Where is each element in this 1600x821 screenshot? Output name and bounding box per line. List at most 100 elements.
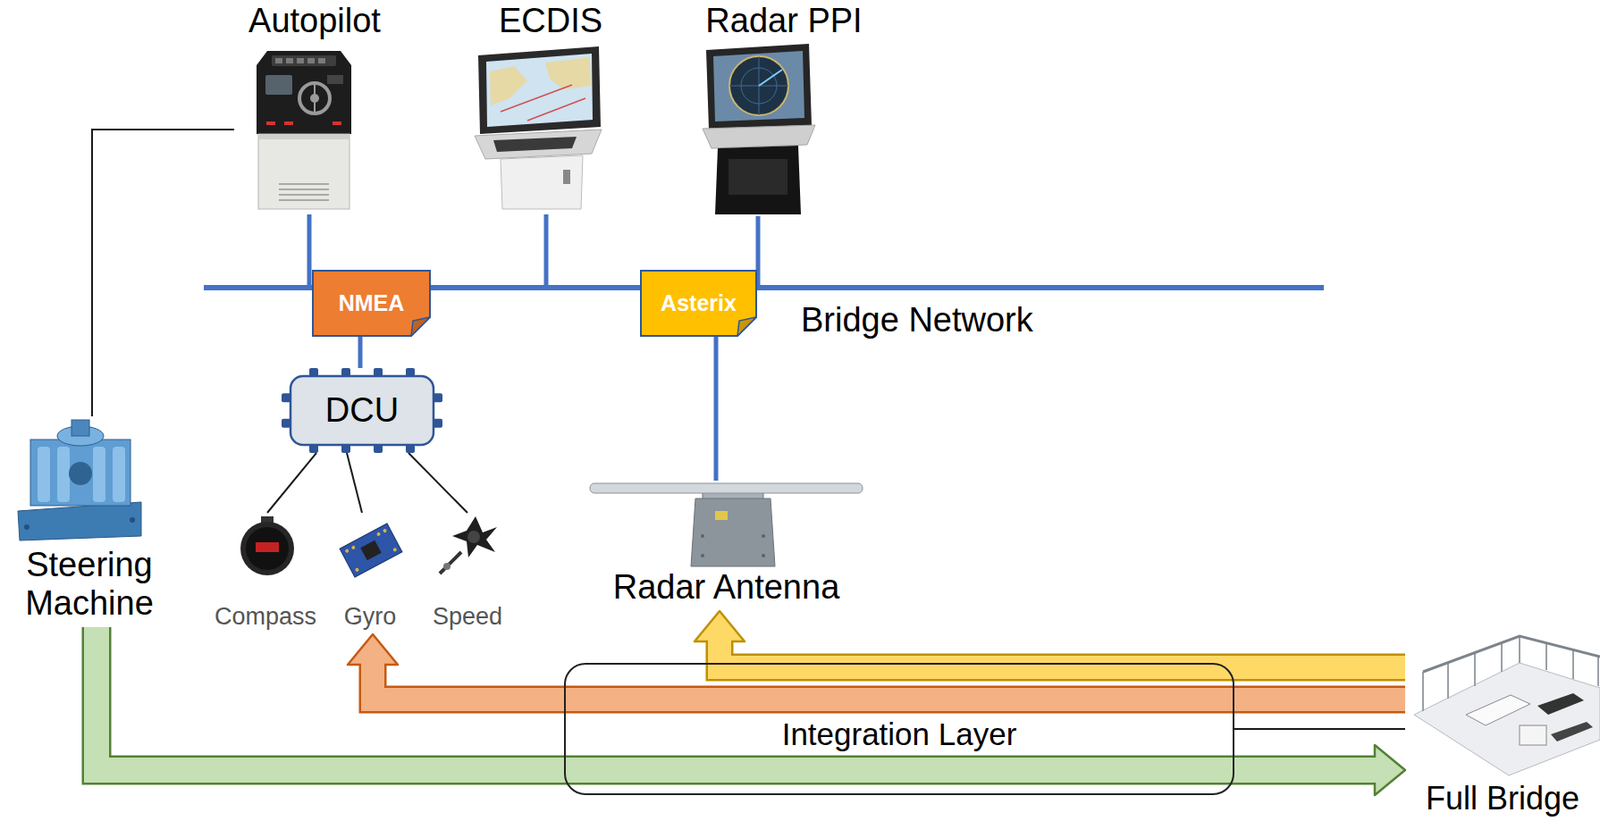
tag-body	[640, 270, 757, 337]
autopilot-console-part	[271, 55, 337, 67]
autopilot-console-part	[318, 58, 326, 64]
compass-illustration-part	[255, 542, 279, 553]
connector-line	[408, 453, 468, 514]
radar-ppi-console-part	[729, 56, 789, 116]
full-bridge-simulator-illustration-part	[1519, 725, 1547, 746]
node-label: Compass	[214, 603, 317, 632]
tag-fold	[411, 317, 430, 337]
autopilot-console-part	[258, 134, 350, 140]
chip-body	[290, 376, 434, 446]
console-unit: ECDIS	[470, 1, 632, 215]
steering-machine-illustration-part	[92, 446, 106, 503]
connector-path	[1234, 728, 1406, 731]
compass-illustration	[240, 516, 295, 576]
sensor-unit: Gyro	[336, 513, 404, 635]
radar-antenna-illustration-part	[761, 554, 766, 558]
ecdis-console-part	[474, 129, 602, 160]
autopilot-console-part	[307, 58, 315, 64]
signal-flow-arrow	[96, 627, 1406, 796]
radar-antenna-illustration-part	[761, 534, 766, 539]
steering-machine-illustration-part	[24, 524, 30, 531]
sensor-unit: Speed	[427, 513, 509, 635]
node-label: ECDIS	[498, 1, 603, 42]
gyro-board-illustration-part	[360, 540, 381, 562]
autopilot-console-part	[284, 121, 294, 126]
radar-ppi-console-part	[715, 145, 801, 215]
radar-antenna-illustration-part	[589, 483, 863, 494]
connector-line	[715, 336, 717, 481]
ecdis-console-part	[489, 66, 528, 106]
gyro-board-illustration-part	[382, 528, 388, 533]
node-label: Integration Layer	[782, 716, 1018, 753]
signal-flow-arrow	[694, 611, 1406, 668]
steering-machine-illustration-part	[71, 420, 90, 437]
steering-machine-illustration-part	[68, 462, 93, 486]
tag-fold	[737, 317, 757, 337]
gyro-board-illustration-part	[344, 548, 349, 554]
node-label: Speed	[432, 603, 503, 632]
gyro-board-illustration-part	[354, 567, 360, 573]
gyro-board-illustration-part	[339, 523, 403, 578]
connector-path	[408, 453, 468, 514]
connector-path	[358, 336, 363, 369]
ecdis-console-part	[500, 84, 586, 121]
arrow-fill	[372, 662, 1406, 700]
steering-machine-illustration	[17, 420, 142, 541]
connector-line	[346, 453, 363, 514]
autopilot-console-part	[296, 58, 304, 64]
ecdis-console-part	[493, 136, 577, 152]
steering-machine-illustration-part	[112, 446, 126, 503]
connector-path	[544, 214, 549, 288]
full-bridge-simulator-illustration-part	[1537, 693, 1584, 716]
node-label: NMEA	[338, 290, 405, 317]
radar-ppi-console-part	[758, 69, 783, 86]
signal-flow-arrow	[347, 634, 1406, 700]
speed-log-illustration-part	[467, 530, 480, 544]
connector-line	[360, 336, 362, 369]
ecdis-console-part	[545, 57, 591, 90]
arrow-head	[347, 634, 398, 666]
connector-line	[1234, 729, 1406, 731]
connector-line	[757, 216, 759, 288]
full-bridge-simulator-illustration-part	[1423, 636, 1600, 673]
ecdis-console-part	[478, 46, 601, 135]
full-bridge-simulator-illustration-part	[1465, 695, 1531, 726]
node-label: Steering Machine	[13, 546, 166, 624]
simulator-bridge: Full Bridge	[1405, 625, 1600, 817]
ecdis-console-part	[563, 169, 571, 185]
radar-antenna-illustration-part	[700, 534, 705, 539]
gyro-board-illustration	[339, 523, 403, 578]
connector-line	[92, 129, 235, 417]
node-label: Radar PPI	[705, 1, 862, 42]
autopilot-console-part	[327, 75, 344, 85]
connector-line	[546, 214, 548, 288]
radar-ppi-console-part	[729, 56, 789, 116]
full-bridge-simulator-illustration	[1414, 636, 1600, 776]
gyro-board-illustration-part	[376, 531, 381, 537]
speed-log-illustration	[439, 516, 497, 574]
radar-antenna-illustration-part	[715, 511, 728, 521]
autopilot-console-part	[266, 121, 276, 126]
ecdis-console-part	[486, 53, 593, 127]
ecdis-console	[474, 46, 602, 210]
tag-body	[312, 270, 430, 337]
radar-antenna-illustration	[589, 483, 863, 567]
gyro-board-illustration-part	[392, 547, 397, 553]
autopilot-console-part	[313, 83, 316, 114]
autopilot-console-part	[265, 75, 293, 95]
connector-line	[267, 453, 317, 514]
steering-machine-illustration-part	[17, 502, 142, 541]
radar-ppi-console-part	[728, 159, 788, 195]
radar-ppi-console-part	[702, 125, 816, 149]
node-label: Radar Antenna	[613, 568, 841, 608]
arrow-outline	[96, 627, 1375, 771]
radar-ppi-console-part	[706, 43, 812, 129]
connector-path	[267, 453, 317, 514]
console-unit: Radar PPI	[690, 1, 878, 217]
arrow-head	[1374, 745, 1406, 796]
autopilot-console-part	[299, 83, 330, 114]
autopilot-console-part	[258, 134, 350, 210]
speed-log-illustration-part	[443, 563, 451, 571]
